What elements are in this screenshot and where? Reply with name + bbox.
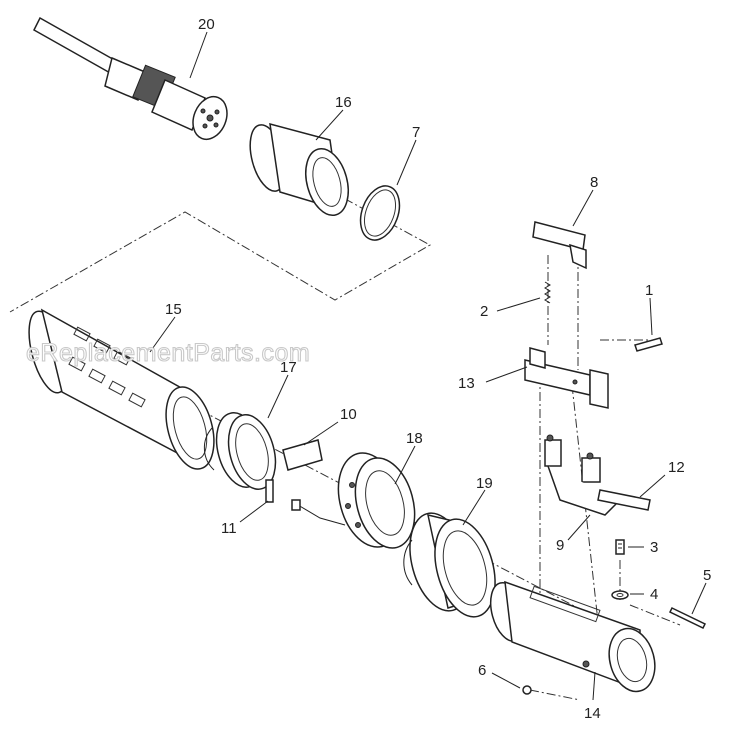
part-5-rod xyxy=(668,607,707,629)
part-10-clip xyxy=(282,439,323,471)
callout-6: 6 xyxy=(478,662,486,679)
callout-15: 15 xyxy=(165,301,182,318)
part-2-spring xyxy=(544,281,551,304)
part-12-spring-clip xyxy=(597,489,651,511)
part-14-main-body xyxy=(489,580,656,693)
part-7-o-ring xyxy=(359,185,401,241)
callout-17: 17 xyxy=(280,359,297,376)
part-1-pin xyxy=(634,337,663,352)
callout-19: 19 xyxy=(476,475,493,492)
callout-8: 8 xyxy=(590,174,598,191)
part-17-ring xyxy=(203,412,277,490)
callout-13: 13 xyxy=(458,375,475,392)
callout-4: 4 xyxy=(650,586,658,603)
callout-12: 12 xyxy=(668,459,685,476)
part-13-switch-bracket xyxy=(524,347,609,409)
barrel-slots xyxy=(68,326,146,408)
part-16-front-housing xyxy=(249,122,349,216)
callout-5: 5 xyxy=(703,567,711,584)
part-18-nut-ring xyxy=(337,452,416,549)
part-8-trigger xyxy=(532,221,587,270)
callout-3: 3 xyxy=(650,539,658,556)
callout-14: 14 xyxy=(584,705,601,722)
callout-2: 2 xyxy=(480,303,488,320)
part-15-slotted-barrel xyxy=(28,308,215,470)
callout-labels: 20 16 7 8 2 1 13 15 17 10 18 19 12 11 9 … xyxy=(165,16,711,722)
callout-18: 18 xyxy=(406,430,423,447)
wire-lead xyxy=(291,499,346,526)
callout-10: 10 xyxy=(340,406,357,423)
callout-1: 1 xyxy=(645,282,653,299)
callout-11: 11 xyxy=(221,520,237,537)
part-20-cable-connector xyxy=(33,16,228,141)
callout-9: 9 xyxy=(556,537,564,554)
part-6-ball xyxy=(522,685,532,695)
callout-20: 20 xyxy=(198,16,215,33)
part-11-pad xyxy=(265,479,274,503)
callout-16: 16 xyxy=(335,94,352,111)
part-4-washer xyxy=(611,590,629,600)
part-3-screw xyxy=(615,539,625,555)
part-19-threaded-collar xyxy=(403,512,496,618)
watermark-text: eReplacementParts.com xyxy=(26,339,310,367)
part-9-switch-assembly xyxy=(544,434,621,516)
callout-7: 7 xyxy=(412,124,420,141)
leader-lines xyxy=(149,31,707,701)
